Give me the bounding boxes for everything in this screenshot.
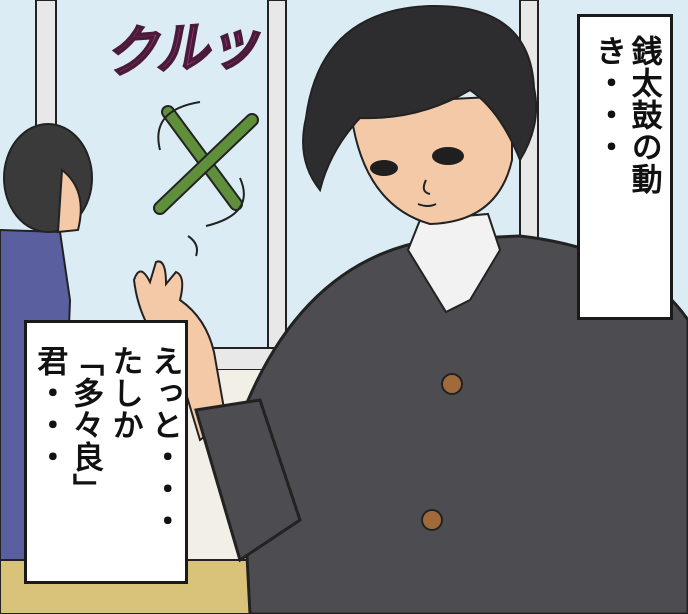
sound-effect-text: クルッ [101, 11, 261, 87]
speech-balloon-right: 銭太鼓の動き・・・ [577, 14, 673, 320]
main-character [194, 4, 688, 614]
balloon-line: 銭太鼓の動き・・・ [590, 35, 662, 195]
balloon-line: 「多々良」君・・・ [31, 345, 103, 505]
balloon-line: えっと・・・ [146, 345, 183, 537]
speech-balloon-left: えっと・・・ たしか 「多々良」君・・・ [24, 320, 188, 584]
spinning-drumsticks [153, 101, 259, 257]
balloon-line: たしか [106, 345, 143, 441]
